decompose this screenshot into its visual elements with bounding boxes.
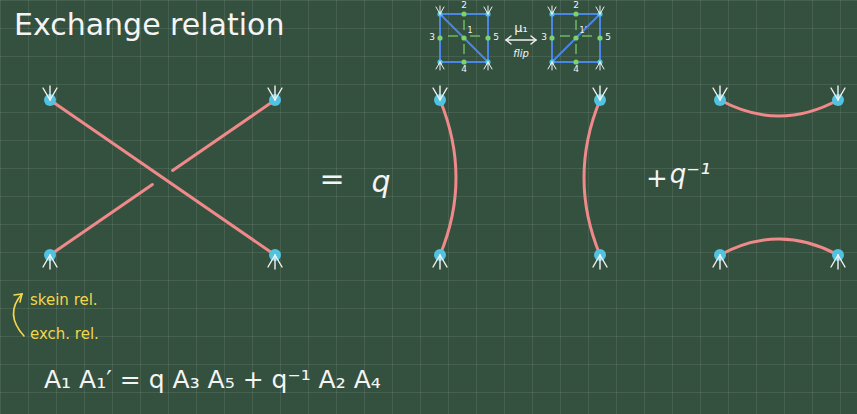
vertex-number: 5 [493,33,499,43]
vertical-arcs [440,100,600,255]
vertex-number: 2 [461,1,467,11]
triangulation-before [436,6,492,70]
flip-label: flip [513,48,529,59]
vertex-number: 4 [461,65,467,75]
marked-points [43,86,845,269]
horizontal-arcs [720,100,838,255]
vertex-number: 1′ [580,27,587,36]
vertex-number: 2 [573,1,579,11]
mutation-symbol: μ₁ [514,21,527,35]
vertex-number: 1 [467,27,472,36]
vertex-number: 3 [541,33,547,43]
relation-note: exch. rel. [30,326,99,343]
crossing-arcs [50,100,275,255]
exchange-equation: A₁ A₁′ = q A₃ A₅ + q⁻¹ A₂ A₄ [44,366,381,394]
title: Exchange relation [14,8,284,41]
relation-arrow [13,294,24,336]
relation-note: skein rel. [30,292,98,309]
coefficient: q [371,165,390,198]
flip-arrow [506,36,536,44]
vertex-number: 5 [605,33,611,43]
triangulation-after [548,6,604,70]
equals-sign: = [319,162,344,195]
vertex-number: 4 [573,65,579,75]
plus-sign: + [646,164,668,193]
coefficient: q⁻¹ [670,160,711,189]
vertex-number: 3 [429,33,435,43]
